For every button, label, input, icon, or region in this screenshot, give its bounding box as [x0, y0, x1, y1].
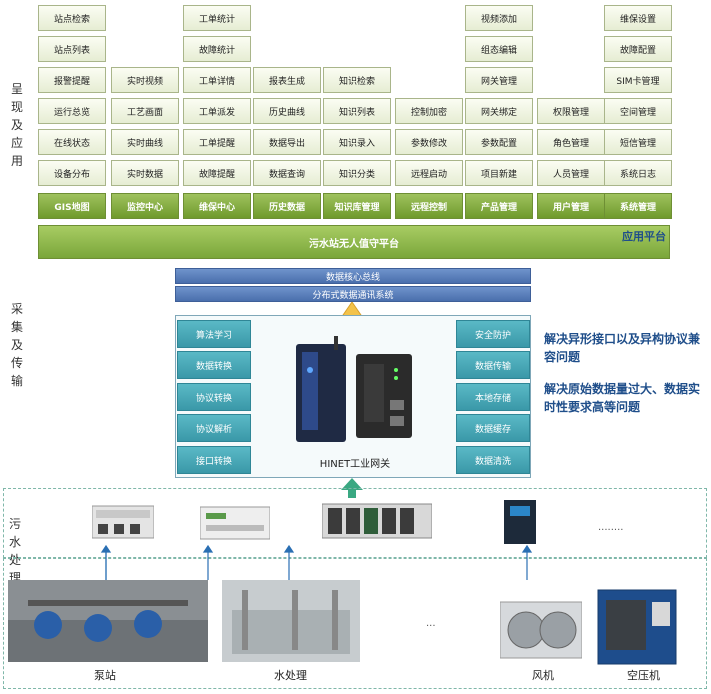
caption-air-compressor: 空压机: [627, 669, 660, 682]
plc-device-image: [92, 505, 154, 539]
function-item: 视频添加: [465, 5, 533, 31]
site-ellipsis: ...: [426, 618, 436, 629]
function-item: 远程启动: [395, 160, 463, 186]
category-header: 远程控制: [395, 193, 463, 219]
function-item: 系统日志: [604, 160, 672, 186]
device-ellipsis: ........: [598, 522, 624, 533]
gateway-function-item: 算法学习: [177, 320, 251, 348]
function-item: 故障配置: [604, 36, 672, 62]
function-item: 权限管理: [537, 98, 605, 124]
function-item: 项目新建: [465, 160, 533, 186]
function-item: 知识列表: [323, 98, 391, 124]
category-header: 产品管理: [465, 193, 533, 219]
fan-image: [500, 601, 582, 659]
note-protocol: 解决异形接口以及异构协议兼容问题: [544, 332, 701, 364]
function-item: 故障统计: [183, 36, 251, 62]
function-item: 角色管理: [537, 129, 605, 155]
function-item: 知识分类: [323, 160, 391, 186]
function-item: 实时视频: [111, 67, 179, 93]
data-core-bus: 数据核心总线: [175, 268, 531, 284]
up-arrow-icon: [341, 302, 363, 318]
caption-fan: 风机: [532, 669, 554, 682]
note-data: 解决原始数据量过大、数据实时性要求高等问题: [544, 382, 701, 414]
caption-pump-station: 泵站: [94, 669, 116, 682]
gateway-function-item: 协议转换: [177, 383, 251, 411]
function-item: 数据查询: [253, 160, 321, 186]
category-header: 监控中心: [111, 193, 179, 219]
function-item: 参数修改: [395, 129, 463, 155]
function-item: 历史曲线: [253, 98, 321, 124]
rack-device-image: [322, 503, 432, 539]
function-item: 站点列表: [38, 36, 106, 62]
function-item: 实时曲线: [111, 129, 179, 155]
function-item: 工单统计: [183, 5, 251, 31]
category-header: 知识库管理: [323, 193, 391, 219]
category-header: 用户管理: [537, 193, 605, 219]
function-item: 网关绑定: [465, 98, 533, 124]
function-item: 维保设置: [604, 5, 672, 31]
function-item: 报表生成: [253, 67, 321, 93]
collection-side-label: 采集及传输: [10, 302, 23, 388]
gateway-function-item: 数据缓存: [456, 414, 530, 442]
function-item: 数据导出: [253, 129, 321, 155]
function-item: 控制加密: [395, 98, 463, 124]
gateway-device-image: [296, 336, 412, 442]
pump-station-image: [8, 580, 208, 662]
function-item: 知识录入: [323, 129, 391, 155]
category-header: 维保中心: [183, 193, 251, 219]
gateway-name: HINET工业网关: [319, 459, 391, 470]
gateway-function-item: 协议解析: [177, 414, 251, 442]
function-item: 报警提醒: [38, 67, 106, 93]
function-item: 人员管理: [537, 160, 605, 186]
function-item: 工单详情: [183, 67, 251, 93]
site-area: [3, 558, 707, 689]
function-item: 参数配置: [465, 129, 533, 155]
gateway-function-item: 安全防护: [456, 320, 530, 348]
category-header: 系统管理: [604, 193, 672, 219]
function-item: 组态编辑: [465, 36, 533, 62]
connector-arrows: [100, 544, 533, 580]
gateway-function-item: 数据清洗: [456, 446, 530, 474]
function-item: SIM卡管理: [604, 67, 672, 93]
gateway-function-item: 数据传输: [456, 351, 530, 379]
water-treatment-image: [222, 580, 360, 662]
function-item: 在线状态: [38, 129, 106, 155]
device-area: [3, 488, 707, 558]
function-item: 空间管理: [604, 98, 672, 124]
gateway-function-item: 本地存储: [456, 383, 530, 411]
distributed-comm-bus: 分布式数据通讯系统: [175, 286, 531, 302]
platform-bar: 污水站无人值守平台: [38, 225, 670, 259]
function-item: 故障提醒: [183, 160, 251, 186]
inverter-device-image: [504, 500, 536, 544]
function-item: 站点检索: [38, 5, 106, 31]
category-header: GIS地图: [38, 193, 106, 219]
gateway-function-item: 数据转换: [177, 351, 251, 379]
category-header: 历史数据: [253, 193, 321, 219]
function-item: 短信管理: [604, 129, 672, 155]
function-item: 运行总览: [38, 98, 106, 124]
function-item: 知识检索: [323, 67, 391, 93]
function-item: 设备分布: [38, 160, 106, 186]
presentation-side-label: 呈现及应用: [10, 82, 23, 168]
air-compressor-image: [597, 589, 677, 665]
function-item: 工艺画面: [111, 98, 179, 124]
controller-device-image: [200, 506, 270, 540]
caption-water-treatment: 水处理: [274, 669, 307, 682]
function-item: 网关管理: [465, 67, 533, 93]
function-item: 工单派发: [183, 98, 251, 124]
app-platform-label: 应用平台: [622, 230, 666, 243]
gateway-function-item: 接口转换: [177, 446, 251, 474]
function-item: 实时数据: [111, 160, 179, 186]
function-item: 工单提醒: [183, 129, 251, 155]
